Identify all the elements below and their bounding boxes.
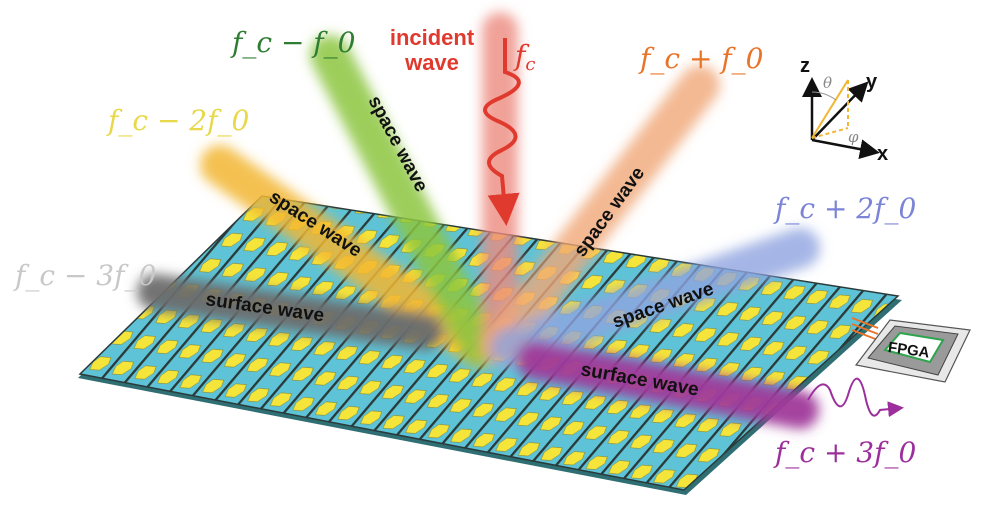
freq-label-fc: fc: [513, 39, 535, 75]
coordinate-axes: z y x θ φ: [800, 55, 888, 165]
axis-y-label: y: [866, 71, 878, 93]
beam-surface-plus-3f0: [516, 341, 819, 429]
fpga-chip: FPGA: [851, 317, 971, 383]
beam-surface-minus-3f0: [137, 274, 443, 350]
freq-label-fc-plus-2f0: f_c + 2f_0: [773, 192, 916, 225]
incident-label-line2: wave: [404, 50, 459, 75]
phi-label: φ: [848, 128, 859, 146]
beam-fc-minus-f0: [310, 35, 500, 365]
output-wave-signal: [807, 377, 904, 418]
fpga-label: FPGA: [887, 339, 931, 362]
freq-label-fc-minus-3f0: f_c − 3f_0: [13, 259, 156, 292]
axis-x-label: x: [877, 143, 888, 165]
freq-label-fc-plus-f0: f_c + f_0: [638, 42, 763, 75]
theta-label: θ: [823, 74, 832, 92]
axis-z-label: z: [800, 55, 810, 77]
beam-fc-minus-2f0: [200, 145, 500, 368]
beam-fc-plus-2f0: [490, 228, 820, 368]
freq-label-fc-minus-2f0: f_c − 2f_0: [106, 104, 249, 137]
beams: [137, 12, 820, 429]
freq-label-fc-plus-3f0: f_c + 3f_0: [773, 436, 916, 469]
freq-label-fc-minus-f0: f_c − f_0: [230, 26, 355, 59]
incident-label-line1: incident: [390, 25, 475, 50]
beam-fc-plus-f0: [480, 65, 720, 365]
incident-wave-signal: [483, 38, 521, 226]
